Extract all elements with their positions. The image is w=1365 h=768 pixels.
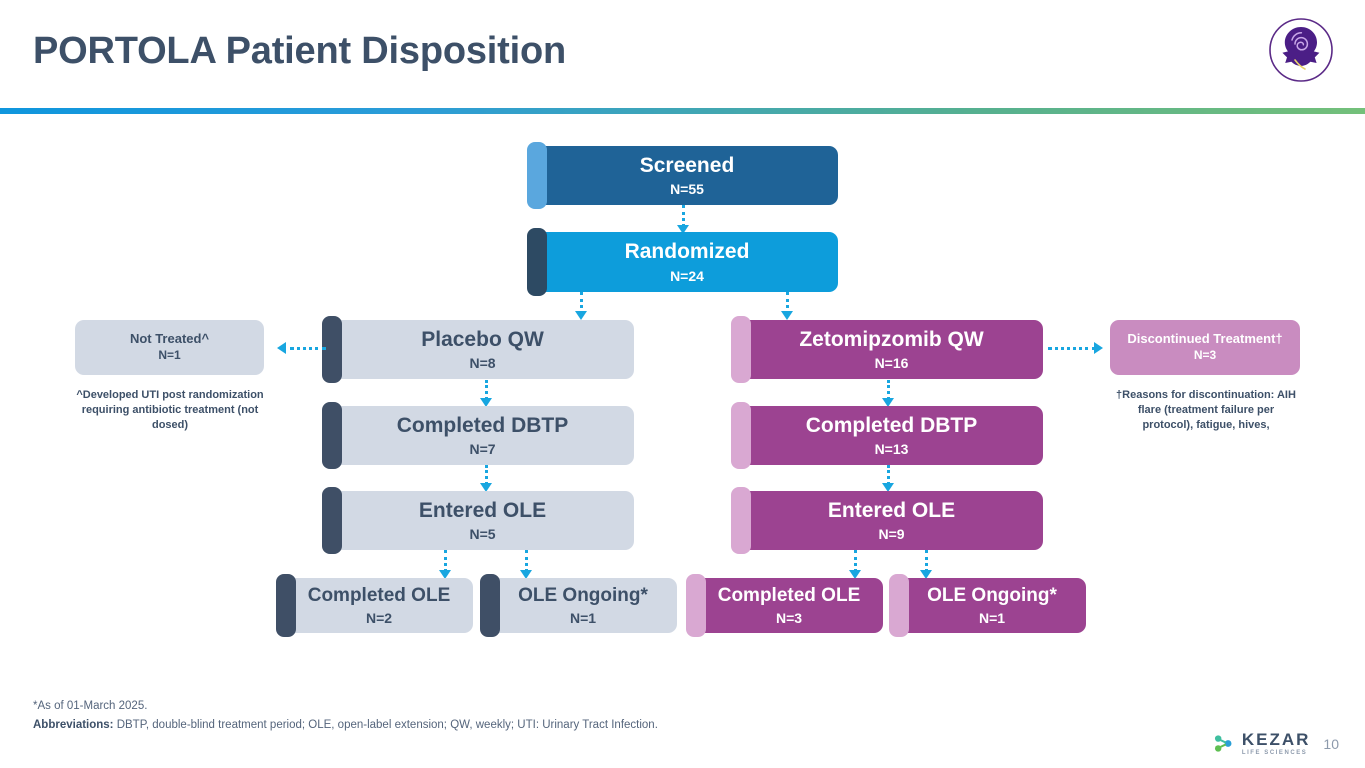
node-accent-zeto-ole <box>731 487 751 554</box>
node-placebo-completed-dbtp[interactable]: Completed DBTP N=7 <box>322 402 634 469</box>
node-not-treated-label: Not Treated^ <box>129 331 210 347</box>
node-placebo-completed-ole[interactable]: Completed OLE N=2 <box>276 574 473 637</box>
kezar-mark-icon <box>1214 734 1233 753</box>
connector-placebo-dbtp-to-ole <box>485 465 488 485</box>
footer-brand: KEZAR LIFE SCIENCES 10 <box>1214 731 1339 756</box>
node-zetomipzomib-qw-count: N=16 <box>874 355 909 372</box>
node-zeto-completed-ole-count: N=3 <box>775 609 803 626</box>
arrowhead-placebo-dbtp-to-ole <box>480 483 492 492</box>
node-accent-screened <box>527 142 547 209</box>
connector-placebo-ole-to-completed <box>444 550 447 572</box>
arrowhead-randomized-to-placebo <box>575 311 587 320</box>
node-placebo-entered-ole-label: Entered OLE <box>418 498 547 522</box>
node-placebo-qw-label: Placebo QW <box>421 327 544 351</box>
connector-placebo-to-dbtp <box>485 380 488 400</box>
arrowhead-placebo-ole-to-ongoing <box>520 570 532 579</box>
connector-screened-to-randomized <box>682 205 685 227</box>
kezar-brand-tagline: LIFE SCIENCES <box>1241 750 1308 756</box>
connector-zeto-to-dbtp <box>887 380 890 400</box>
kezar-brand-name: KEZAR <box>1241 730 1311 749</box>
node-accent-zetomipzomib-qw <box>731 316 751 383</box>
node-placebo-ole-ongoing-count: N=1 <box>569 609 597 626</box>
arrowhead-placebo-to-dbtp <box>480 398 492 407</box>
node-placebo-ole-ongoing[interactable]: OLE Ongoing* N=1 <box>480 574 677 637</box>
node-discontinued-treatment[interactable]: Discontinued Treatment† N=3 <box>1110 320 1300 375</box>
node-placebo-entered-ole[interactable]: Entered OLE N=5 <box>322 487 634 554</box>
node-discontinued-treatment-label: Discontinued Treatment† <box>1127 331 1283 347</box>
discontinued-footnote: †Reasons for discontinuation: AIH flare … <box>1116 389 1296 431</box>
node-zeto-ole-ongoing-count: N=1 <box>978 609 1006 626</box>
node-accent-zeto-completed-ole <box>686 574 706 637</box>
header-gradient-divider <box>0 108 1365 114</box>
node-randomized-label: Randomized <box>624 240 750 264</box>
node-randomized[interactable]: Randomized N=24 <box>527 228 838 296</box>
node-zeto-completed-dbtp-count: N=13 <box>874 441 909 458</box>
node-zeto-completed-dbtp-label: Completed DBTP <box>805 413 978 437</box>
node-zeto-ole-ongoing-label: OLE Ongoing* <box>927 585 1057 607</box>
node-placebo-completed-dbtp-count: N=7 <box>469 441 496 458</box>
node-placebo-ole-ongoing-label: OLE Ongoing* <box>518 585 648 607</box>
arrowhead-zeto-ole-to-ongoing <box>920 570 932 579</box>
connector-placebo-to-not-treated <box>290 347 326 350</box>
footnote-abbrev-text: DBTP, double-blind treatment period; OLE… <box>113 719 658 732</box>
node-zetomipzomib-qw-label: Zetomipzomib QW <box>799 327 984 351</box>
connector-zeto-dbtp-to-ole <box>887 465 890 485</box>
node-accent-placebo-qw <box>322 316 342 383</box>
arrowhead-zeto-ole-to-completed <box>849 570 861 579</box>
node-zeto-entered-ole-count: N=9 <box>878 526 905 543</box>
connector-zeto-ole-to-completed <box>854 550 857 572</box>
connector-zeto-ole-to-ongoing <box>925 550 928 572</box>
node-accent-placebo-completed-ole <box>276 574 296 637</box>
node-zeto-completed-dbtp[interactable]: Completed DBTP N=13 <box>731 402 1043 469</box>
node-not-treated[interactable]: Not Treated^ N=1 <box>75 320 264 375</box>
node-placebo-qw-count: N=8 <box>469 355 496 372</box>
node-accent-placebo-ole-ongoing <box>480 574 500 637</box>
node-zeto-ole-ongoing[interactable]: OLE Ongoing* N=1 <box>889 574 1086 637</box>
node-accent-zeto-dbtp <box>731 402 751 469</box>
arrowhead-zeto-to-dbtp <box>882 398 894 407</box>
node-placebo-entered-ole-count: N=5 <box>469 526 496 543</box>
connector-zetomipzomib-to-discontinued <box>1048 347 1096 350</box>
arrowhead-randomized-to-zetomipzomib <box>781 311 793 320</box>
page-number: 10 <box>1323 735 1339 752</box>
arrowhead-placebo-to-not-treated <box>277 342 286 354</box>
node-placebo-completed-dbtp-label: Completed DBTP <box>396 413 569 437</box>
page-title: PORTOLA Patient Disposition <box>33 30 566 72</box>
kezar-wordmark: KEZAR LIFE SCIENCES <box>1242 731 1311 756</box>
node-accent-placebo-ole <box>322 487 342 554</box>
connector-randomized-to-placebo <box>580 292 583 314</box>
rose-logo-icon <box>1265 14 1337 86</box>
node-not-treated-count: N=1 <box>158 348 181 363</box>
node-placebo-completed-ole-count: N=2 <box>365 609 393 626</box>
node-accent-zeto-ole-ongoing <box>889 574 909 637</box>
node-placebo-qw[interactable]: Placebo QW N=8 <box>322 316 634 383</box>
node-screened[interactable]: Screened N=55 <box>527 142 838 209</box>
node-accent-placebo-dbtp <box>322 402 342 469</box>
footnote-abbrev-label: Abbreviations: <box>33 719 114 732</box>
not-treated-footnote: ^Developed UTI post randomization requir… <box>76 389 264 431</box>
arrowhead-zetomipzomib-to-discontinued <box>1094 342 1103 354</box>
node-randomized-count: N=24 <box>670 267 704 284</box>
node-zeto-entered-ole-label: Entered OLE <box>827 498 956 522</box>
footnote-abbreviations: Abbreviations: DBTP, double-blind treatm… <box>33 716 658 735</box>
node-discontinued-treatment-count: N=3 <box>1193 348 1217 363</box>
node-accent-randomized <box>527 228 547 296</box>
footnote-asof: *As of 01-March 2025. <box>33 700 148 713</box>
arrowhead-placebo-ole-to-completed <box>439 570 451 579</box>
arrowhead-screened-to-randomized <box>677 225 689 234</box>
connector-randomized-to-zetomipzomib <box>786 292 789 314</box>
node-zeto-entered-ole[interactable]: Entered OLE N=9 <box>731 487 1043 554</box>
node-screened-count: N=55 <box>670 181 704 198</box>
node-zeto-completed-ole[interactable]: Completed OLE N=3 <box>686 574 883 637</box>
slide-footnotes: *As of 01-March 2025. Abbreviations: DBT… <box>33 697 658 735</box>
node-placebo-completed-ole-label: Completed OLE <box>307 585 451 607</box>
node-screened-label: Screened <box>639 153 735 177</box>
node-zetomipzomib-qw[interactable]: Zetomipzomib QW N=16 <box>731 316 1043 383</box>
node-zeto-completed-ole-label: Completed OLE <box>717 585 861 607</box>
connector-placebo-ole-to-ongoing <box>525 550 528 572</box>
arrowhead-zeto-dbtp-to-ole <box>882 483 894 492</box>
